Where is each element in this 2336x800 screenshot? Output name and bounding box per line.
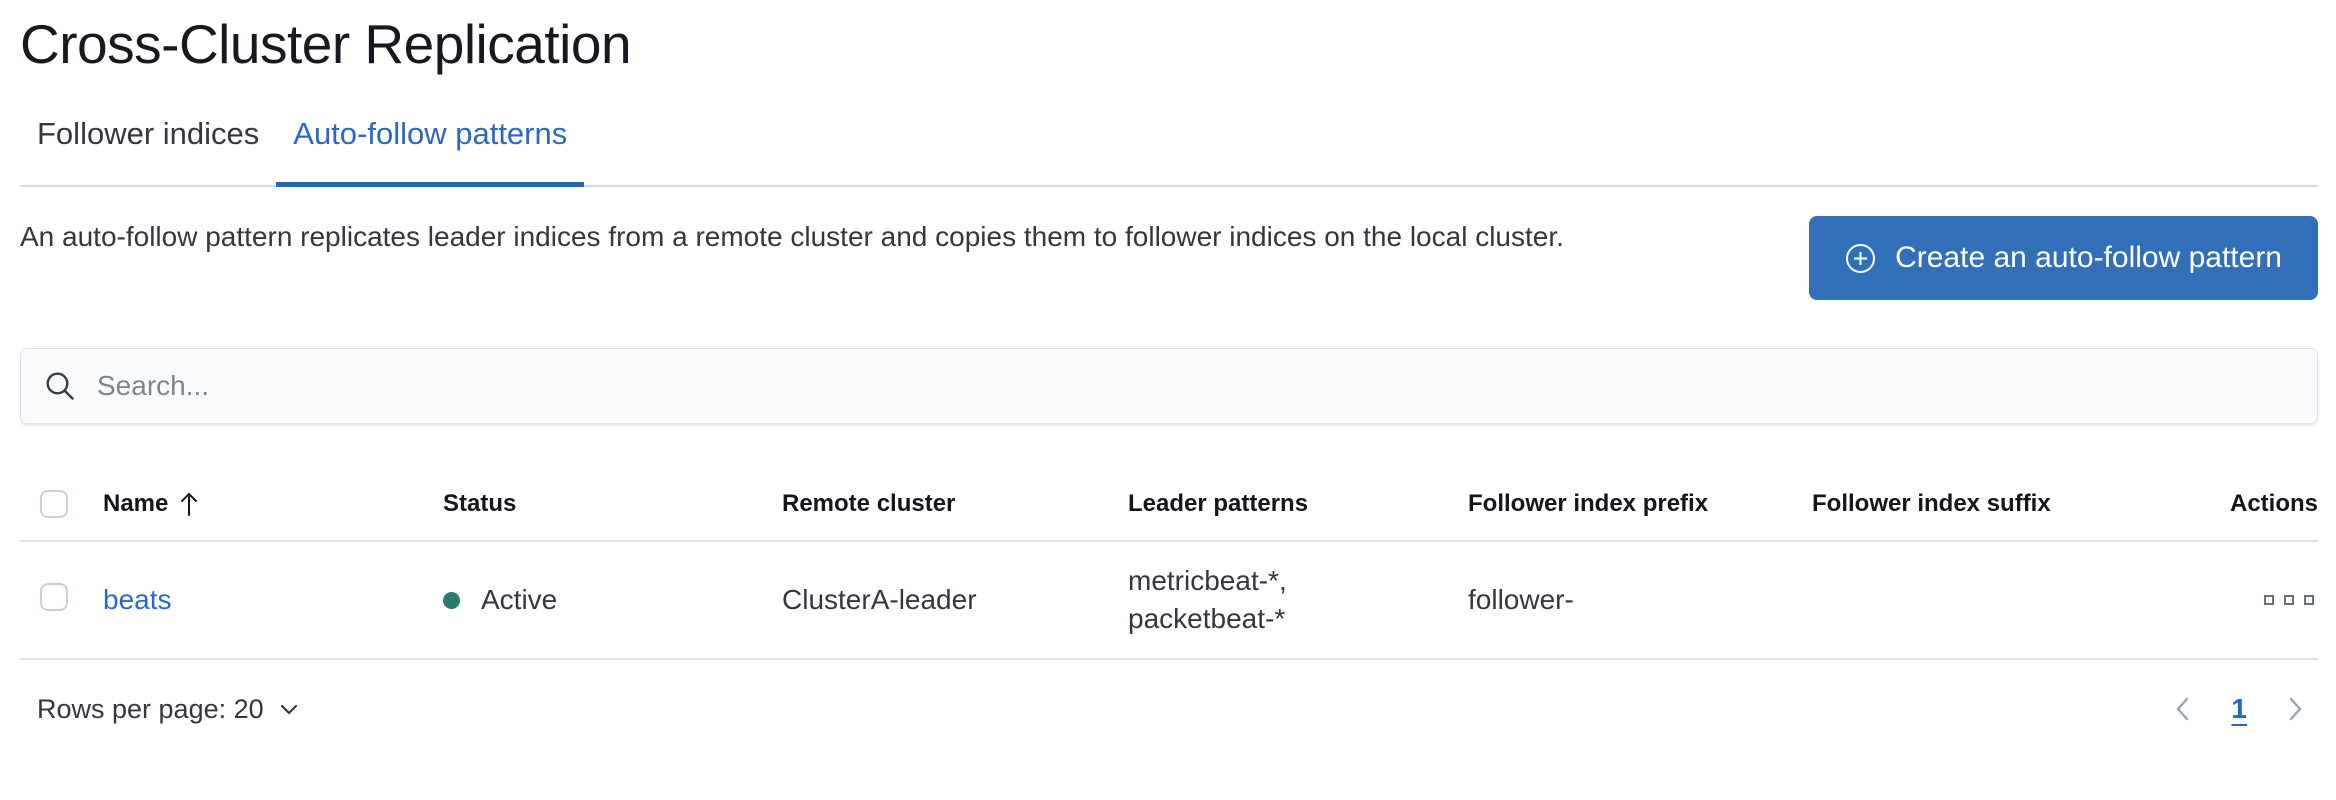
sort-ascending-arrow-icon xyxy=(178,491,200,517)
rows-per-page-button[interactable]: Rows per page: 20 xyxy=(20,694,301,725)
column-header-status: Status xyxy=(443,490,517,517)
auto-follow-patterns-table: Name Status Remote cluster Leader patter… xyxy=(20,470,2318,660)
boxes-horizontal-icon xyxy=(2264,595,2314,605)
column-header-remote-cluster: Remote cluster xyxy=(782,490,956,517)
page-number-1[interactable]: 1 xyxy=(2231,693,2247,724)
follower-index-prefix-cell: follower- xyxy=(1468,584,1574,615)
chevron-down-icon xyxy=(277,697,301,721)
column-header-follower-index-prefix: Follower index prefix xyxy=(1468,490,1709,517)
status-label: Active xyxy=(481,584,558,615)
remote-cluster-cell: ClusterA-leader xyxy=(782,584,977,615)
pagination: 1 xyxy=(2168,692,2310,726)
actions-cell xyxy=(2156,591,2318,609)
chevron-left-icon xyxy=(2170,694,2196,724)
create-auto-follow-pattern-button[interactable]: Create an auto-follow pattern xyxy=(1809,216,2318,300)
leader-patterns-cell: metricbeat-*, packetbeat-* xyxy=(1128,562,1468,638)
select-all-checkbox[interactable] xyxy=(40,490,68,518)
status-cell: Active xyxy=(443,584,782,616)
next-page-button[interactable] xyxy=(2280,692,2310,726)
column-header-follower-index-suffix: Follower index suffix xyxy=(1812,490,2051,517)
tab-bar: Follower indices Auto-follow patterns xyxy=(20,104,2318,187)
column-header-leader-patterns: Leader patterns xyxy=(1128,490,1309,517)
previous-page-button[interactable] xyxy=(2168,692,2198,726)
table-header-row: Name Status Remote cluster Leader patter… xyxy=(20,470,2318,542)
leader-pattern-line: metricbeat-*, xyxy=(1128,565,1287,596)
column-header-actions: Actions xyxy=(2229,490,2318,517)
row-select-cell xyxy=(20,582,103,618)
create-button-label: Create an auto-follow pattern xyxy=(1895,241,2282,274)
name-cell: beats xyxy=(103,584,443,616)
leader-pattern-line: packetbeat-* xyxy=(1128,603,1286,634)
search-icon xyxy=(44,370,76,402)
column-header-name[interactable]: Name xyxy=(103,490,443,518)
select-all-cell xyxy=(20,490,103,518)
page-title: Cross-Cluster Replication xyxy=(20,13,632,75)
row-checkbox[interactable] xyxy=(40,582,68,611)
row-actions-button[interactable] xyxy=(2260,591,2318,609)
status-active-dot-icon xyxy=(443,591,460,609)
chevron-right-icon xyxy=(2282,694,2308,724)
intro-description: An auto-follow pattern replicates leader… xyxy=(20,221,1564,252)
search-bar xyxy=(20,348,2318,424)
table-row: beats Active ClusterA-leader metricbeat-… xyxy=(20,542,2318,660)
search-input[interactable] xyxy=(97,349,2294,423)
intro-row: An auto-follow pattern replicates leader… xyxy=(20,216,2318,300)
tab-follower-indices[interactable]: Follower indices xyxy=(20,104,276,185)
rows-per-page-label: Rows per page: 20 xyxy=(37,693,264,724)
plus-in-circle-icon xyxy=(1845,243,1876,274)
pattern-name-link[interactable]: beats xyxy=(103,584,172,615)
tab-auto-follow-patterns[interactable]: Auto-follow patterns xyxy=(276,104,585,187)
table-footer: Rows per page: 20 1 xyxy=(20,692,2318,726)
